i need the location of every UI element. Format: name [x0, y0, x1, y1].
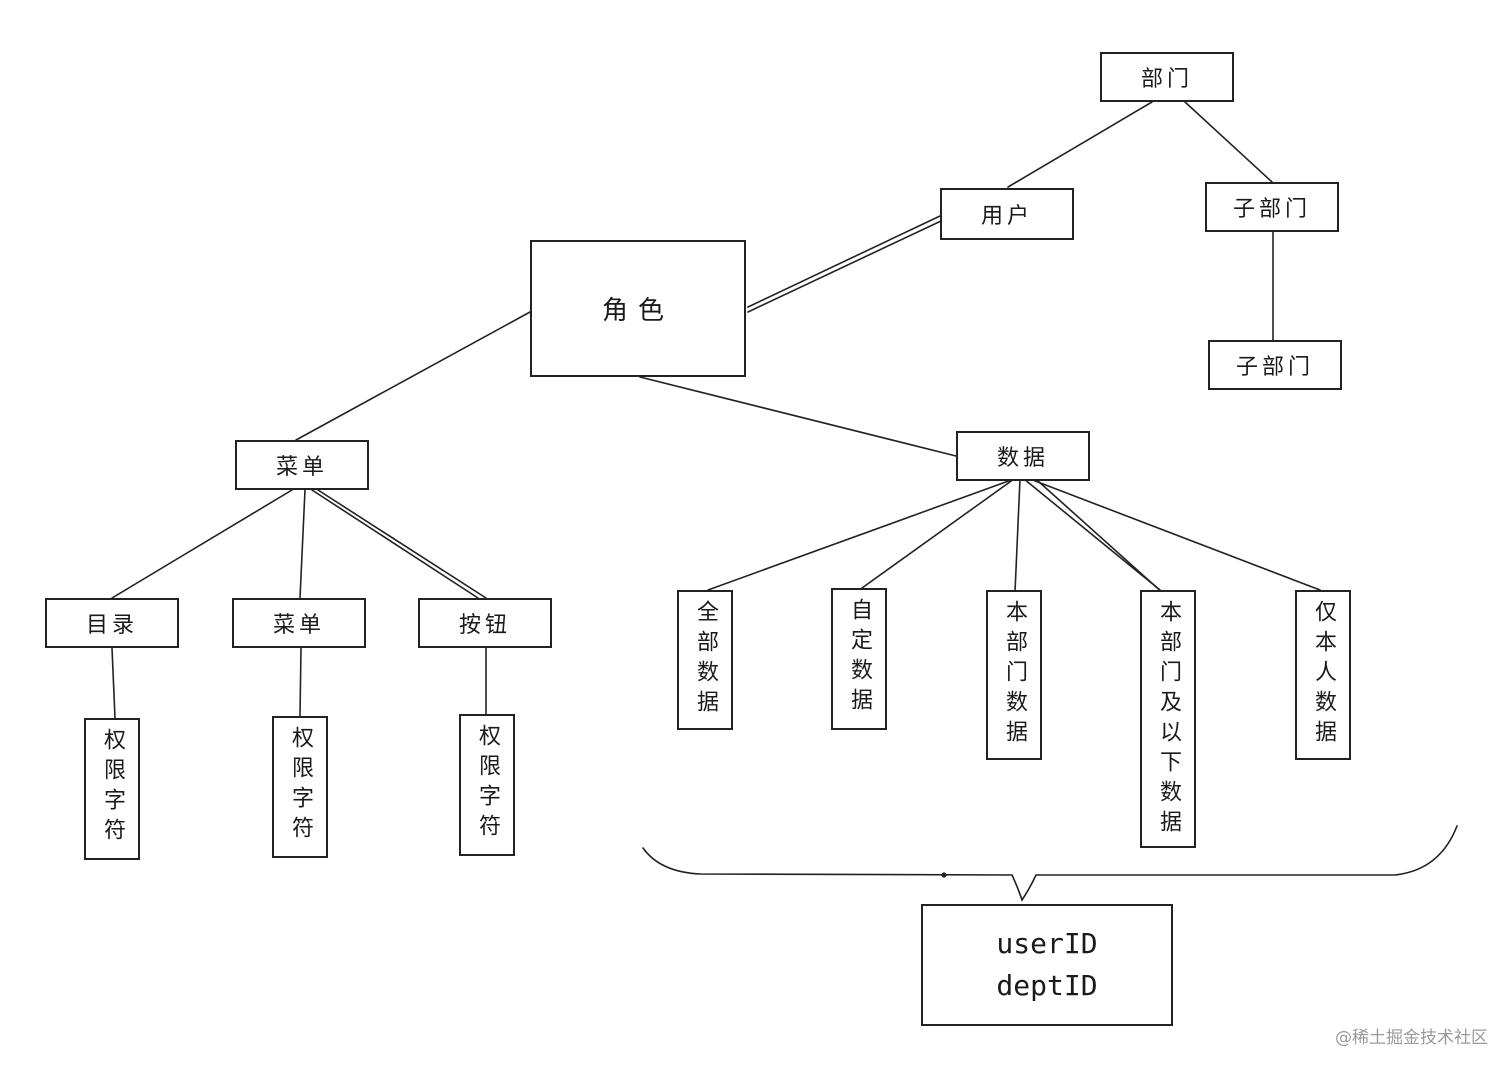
edge-dept-subdept	[1184, 101, 1273, 183]
custom-data-label: 自定数据	[847, 598, 872, 718]
directory-node: 目录	[45, 598, 179, 648]
role-node: 角色	[530, 240, 746, 377]
dept-and-below-data-node: 本部门及以下数据	[1140, 590, 1196, 848]
edge-data-deptbelow-b	[1037, 480, 1165, 595]
edge-menu-perm	[299, 647, 302, 717]
all-data-node: 全部数据	[677, 590, 733, 730]
perm-string-button: 权限字符	[459, 714, 515, 856]
subdept-child-node: 子部门	[1208, 340, 1342, 390]
self-data-node: 仅本人数据	[1295, 590, 1351, 760]
dept-id-field: deptID	[996, 969, 1098, 1002]
edge-user-role-b	[747, 220, 942, 313]
edge-data-custom	[861, 478, 1015, 589]
dept-and-below-data-label: 本部门及以下数据	[1156, 600, 1181, 840]
menu-child-node: 菜单	[232, 598, 366, 648]
dept-node: 部门	[1100, 52, 1234, 102]
perm-string-label: 权限字符	[100, 728, 125, 848]
edge-menu-menu	[299, 489, 306, 599]
data-node: 数据	[956, 431, 1090, 481]
user-id-field: userID	[996, 927, 1098, 960]
edge-role-data	[639, 376, 957, 457]
edge-menu-button-b	[317, 489, 487, 599]
edge-data-self	[1029, 478, 1321, 591]
edge-menu-directory	[111, 489, 293, 599]
edge-menu-button-a	[311, 489, 479, 599]
subdept-node: 子部门	[1205, 182, 1339, 232]
edge-directory-perm	[111, 647, 116, 719]
watermark: @稀土掘金技术社区	[1335, 1028, 1488, 1048]
all-data-label: 全部数据	[693, 600, 718, 720]
edge-dept-user	[1007, 101, 1153, 188]
button-node: 按钮	[418, 598, 552, 648]
id-fields-box: userID deptID	[921, 904, 1173, 1026]
data-scope-brace	[642, 825, 1458, 902]
user-node: 用户	[940, 188, 1074, 240]
self-data-label: 仅本人数据	[1311, 600, 1336, 750]
edge-user-role-a	[747, 215, 941, 308]
menu-node: 菜单	[235, 440, 369, 490]
edge-data-deptbelow	[1023, 478, 1161, 591]
perm-string-label: 权限字符	[475, 724, 500, 844]
edge-data-all	[707, 478, 1015, 591]
perm-string-label: 权限字符	[288, 726, 313, 846]
perm-string-menu: 权限字符	[272, 716, 328, 858]
dept-data-node: 本部门数据	[986, 590, 1042, 760]
perm-string-directory: 权限字符	[84, 718, 140, 860]
custom-data-node: 自定数据	[831, 588, 887, 730]
edge-role-menu	[295, 311, 531, 441]
edge-data-dept	[1014, 478, 1021, 593]
dept-data-label: 本部门数据	[1002, 600, 1027, 750]
